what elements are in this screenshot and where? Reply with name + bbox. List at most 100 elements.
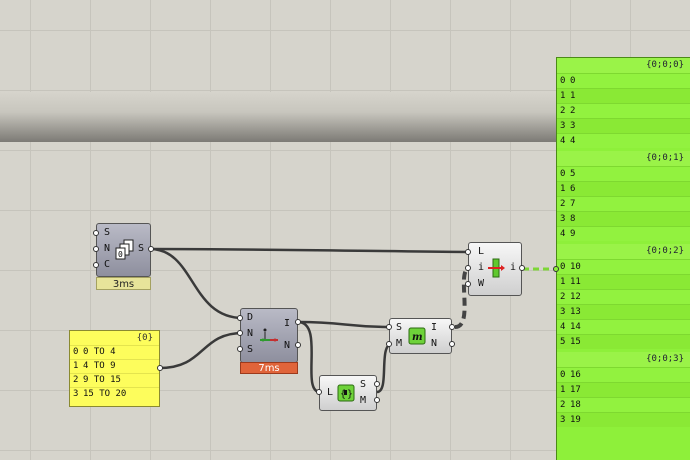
series-grip-n[interactable] <box>93 246 99 252</box>
svg-text:}: } <box>347 389 353 400</box>
svg-text:0: 0 <box>118 250 123 259</box>
dispatch-input-d[interactable]: D <box>247 312 254 323</box>
wire-panel-to-dispatch-n[interactable] <box>159 331 244 370</box>
wire-series-to-dispatch-d[interactable] <box>149 247 244 320</box>
insert-input-l[interactable]: L <box>478 246 485 257</box>
series-input-c[interactable]: C <box>104 259 111 270</box>
series-input-n[interactable]: N <box>104 243 111 254</box>
wire-dispatch-i-to-mass[interactable] <box>297 320 393 329</box>
length-grip-m[interactable] <box>374 397 380 403</box>
dispatch-output-n[interactable]: N <box>284 340 291 351</box>
insert-grip-out[interactable] <box>519 265 525 271</box>
series-component[interactable]: S N C S 0 <box>96 223 151 277</box>
mass-grip-i[interactable] <box>449 324 455 330</box>
panel-row: 2 9 TO 15 <box>70 373 159 387</box>
insert-grip-i[interactable] <box>465 265 471 271</box>
branch-path-header: {0;0;1} <box>557 151 690 166</box>
panel-grip-out[interactable] <box>157 365 163 371</box>
panel-row-index: 3 <box>73 389 79 399</box>
dispatch-input-s[interactable]: S <box>247 344 254 355</box>
panel-row-index: 2 <box>73 375 79 385</box>
wire-dispatch-i-to-length[interactable] <box>297 320 321 394</box>
insert-input-w[interactable]: W <box>478 278 485 289</box>
panel-row: 0 0 TO 4 <box>70 345 159 359</box>
length-input-l[interactable]: L <box>327 387 334 398</box>
mass-grip-s[interactable] <box>386 324 392 330</box>
mass-output-i[interactable]: I <box>431 322 438 333</box>
insert-grip-w[interactable] <box>465 281 471 287</box>
dispatch-grip-out-n[interactable] <box>295 342 301 348</box>
series-grip-s[interactable] <box>93 230 99 236</box>
panel-row-text: 15 TO 20 <box>83 389 127 399</box>
insert-grip-l[interactable] <box>465 249 471 255</box>
length-grip-s[interactable] <box>374 381 380 387</box>
mass-grip-n[interactable] <box>449 341 455 347</box>
dispatch-input-n[interactable]: N <box>247 328 254 339</box>
length-grip-l[interactable] <box>316 389 322 395</box>
series-grip-out[interactable] <box>148 246 154 252</box>
mass-addition-icon: m <box>408 327 426 345</box>
dispatch-grip-d[interactable] <box>237 315 243 321</box>
dispatch-icon <box>260 328 278 342</box>
panel-row: 3 15 TO 20 <box>70 387 159 401</box>
insert-items-icon <box>488 258 505 278</box>
insert-input-i[interactable]: i <box>478 262 485 273</box>
svg-text:m: m <box>412 332 423 343</box>
series-input-s[interactable]: S <box>104 227 111 238</box>
dispatch-output-i[interactable]: I <box>284 318 291 329</box>
insert-output-i[interactable]: i <box>510 262 517 273</box>
branch-path-header: {0;0;2} <box>557 244 690 259</box>
panel-path-header: {0} <box>136 333 153 343</box>
series-grip-c[interactable] <box>93 262 99 268</box>
dispatch-grip-n[interactable] <box>237 330 243 336</box>
mass-output-n[interactable]: N <box>431 338 438 349</box>
viewer-grip-in[interactable] <box>553 266 559 272</box>
number-panel[interactable]: {0} 0 0 TO 4 1 4 TO 9 2 9 TO 15 3 15 TO 20 <box>69 330 160 407</box>
list-length-component[interactable]: L S M { } <box>319 375 377 411</box>
length-output-m[interactable]: M <box>360 395 367 406</box>
mass-grip-m[interactable] <box>386 341 392 347</box>
branch-path-header: {0;0;0} <box>557 58 690 73</box>
panel-row-text: 9 TO 15 <box>83 375 121 385</box>
dispatch-grip-s[interactable] <box>237 346 243 352</box>
series-timer: 3ms <box>96 277 151 290</box>
svg-text:{: { <box>340 389 346 400</box>
panel-row-text: 0 TO 4 <box>83 347 116 357</box>
dispatch-timer: 7ms <box>240 362 298 374</box>
panel-row-text: 4 TO 9 <box>83 361 116 371</box>
wire-series-to-insert[interactable] <box>149 247 471 254</box>
dispatch-component[interactable]: D N S I N <box>240 308 298 363</box>
length-output-s[interactable]: S <box>360 379 367 390</box>
mass-input-s[interactable]: S <box>396 322 403 333</box>
wire-mass-to-insert[interactable] <box>454 266 471 329</box>
dispatch-grip-i[interactable] <box>295 319 301 325</box>
panel-row-index: 1 <box>73 361 79 371</box>
mass-addition-component[interactable]: S M I N m <box>389 318 452 354</box>
panel-row: 1 4 TO 9 <box>70 359 159 373</box>
insert-items-component[interactable]: L i W i <box>468 242 522 296</box>
series-output-s[interactable]: S <box>138 243 145 254</box>
panel-row-index: 0 <box>73 347 79 357</box>
mass-input-m[interactable]: M <box>396 338 403 349</box>
